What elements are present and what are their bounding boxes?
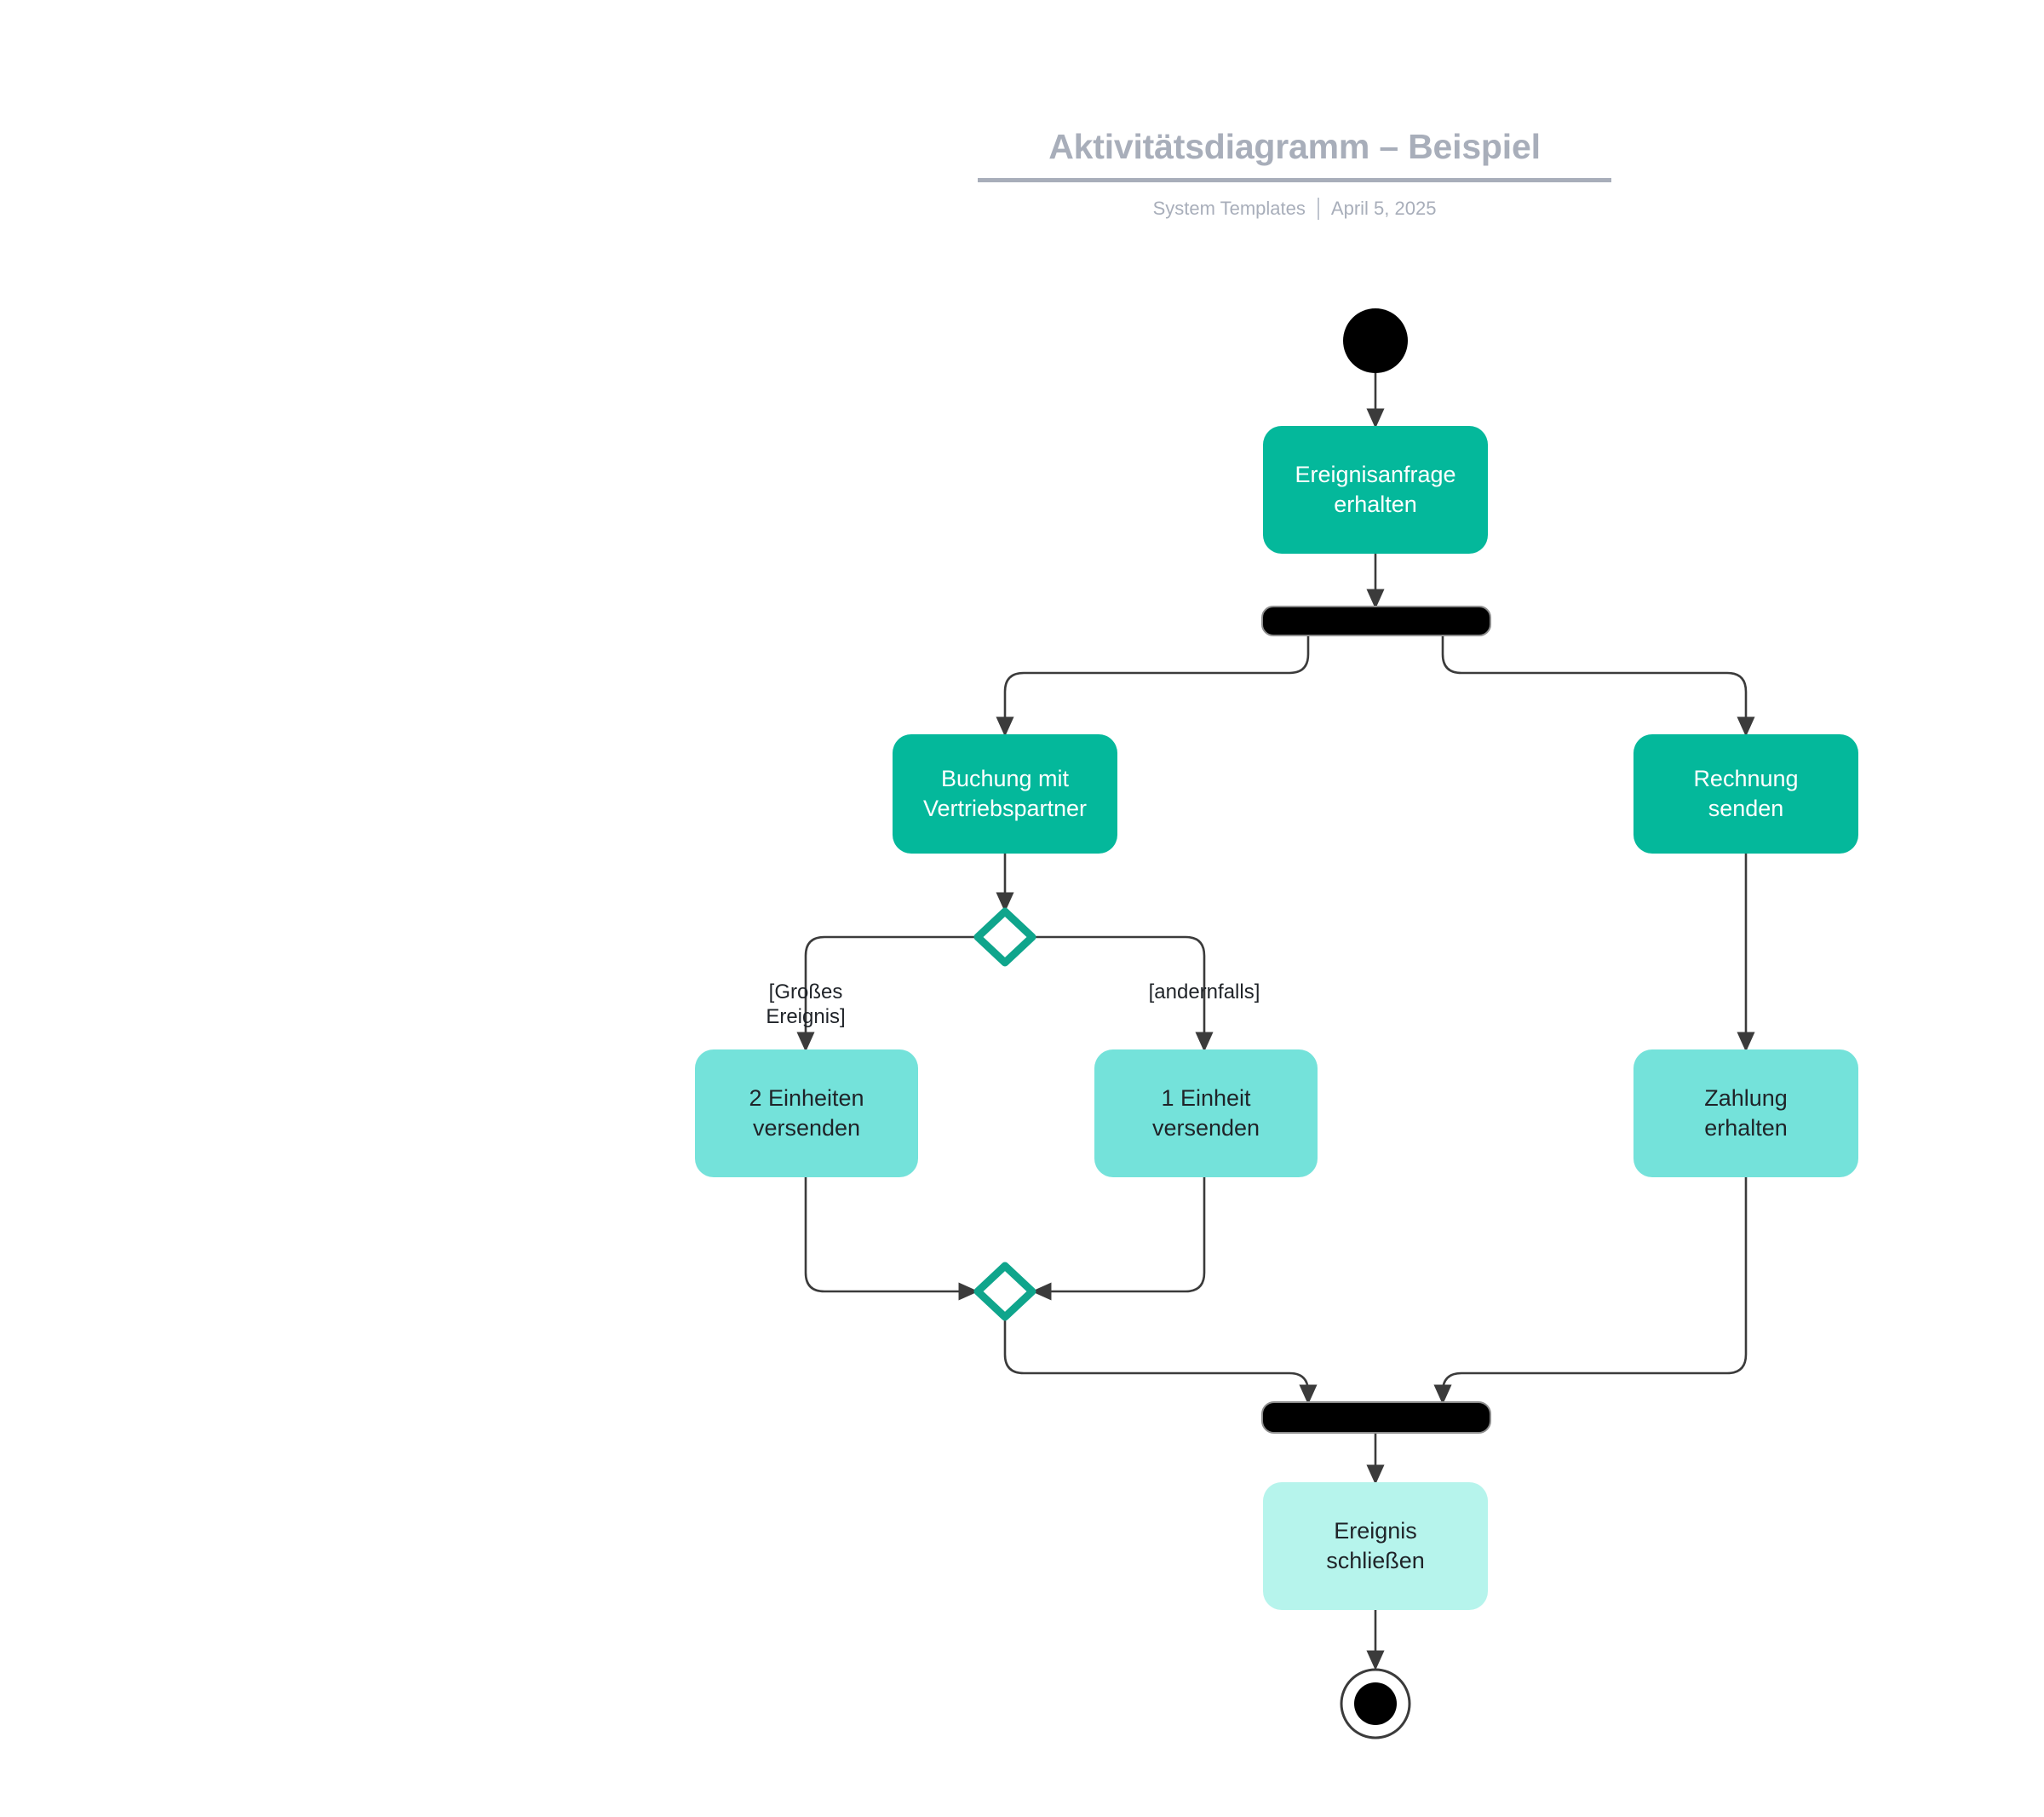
- guard-label-grosses-ereignis: [Großes Ereignis]: [766, 980, 846, 1029]
- action-node-ereignisanfrage-erhalten[interactable]: [1263, 426, 1488, 554]
- action-node-2-einheiten-versenden[interactable]: [695, 1049, 918, 1177]
- initial-node[interactable]: [1343, 308, 1408, 373]
- decision-node[interactable]: [973, 907, 1036, 967]
- page-title: Aktivitätsdiagramm – Beispiel: [1048, 127, 1541, 166]
- edge-merge-to-join: [1003, 1319, 1318, 1405]
- subtitle-divider-icon: [1317, 198, 1319, 221]
- edge-decision-to-1einheit: [1034, 935, 1214, 1052]
- title-divider-rule: [978, 178, 1611, 183]
- action-node-rechnung-senden[interactable]: [1633, 734, 1858, 854]
- edge-layer: [796, 373, 1755, 1670]
- join-bar[interactable]: [1261, 1401, 1491, 1434]
- subtitle-row: System Templates April 5, 2025: [971, 198, 1618, 221]
- edge-fork-to-buchung: [996, 635, 1310, 737]
- action-node-zahlung-erhalten[interactable]: [1633, 1049, 1858, 1177]
- guard-label-andernfalls: [andernfalls]: [1148, 980, 1260, 1003]
- subtitle-date: April 5, 2025: [1330, 198, 1437, 220]
- subtitle-author: System Templates: [1152, 198, 1306, 220]
- merge-node[interactable]: [973, 1262, 1036, 1321]
- fork-bar[interactable]: [1261, 606, 1491, 636]
- action-node-ereignis-schliessen[interactable]: [1263, 1482, 1488, 1610]
- edge-1einheit-to-merge: [1031, 1177, 1206, 1301]
- edge-zahlung-to-join: [1433, 1177, 1748, 1405]
- action-node-1-einheit-versenden[interactable]: [1094, 1049, 1318, 1177]
- edge-decision-to-2einheiten: [796, 935, 976, 1052]
- diagram-header: Aktivitätsdiagramm – Beispiel System Tem…: [971, 127, 1618, 221]
- action-node-buchung-mit-vertriebspartner[interactable]: [893, 734, 1117, 854]
- node-layer: [695, 308, 1858, 1739]
- edge-2einheiten-to-merge: [804, 1177, 979, 1301]
- edge-fork-to-rechnung: [1441, 635, 1755, 737]
- final-node[interactable]: [1340, 1668, 1411, 1739]
